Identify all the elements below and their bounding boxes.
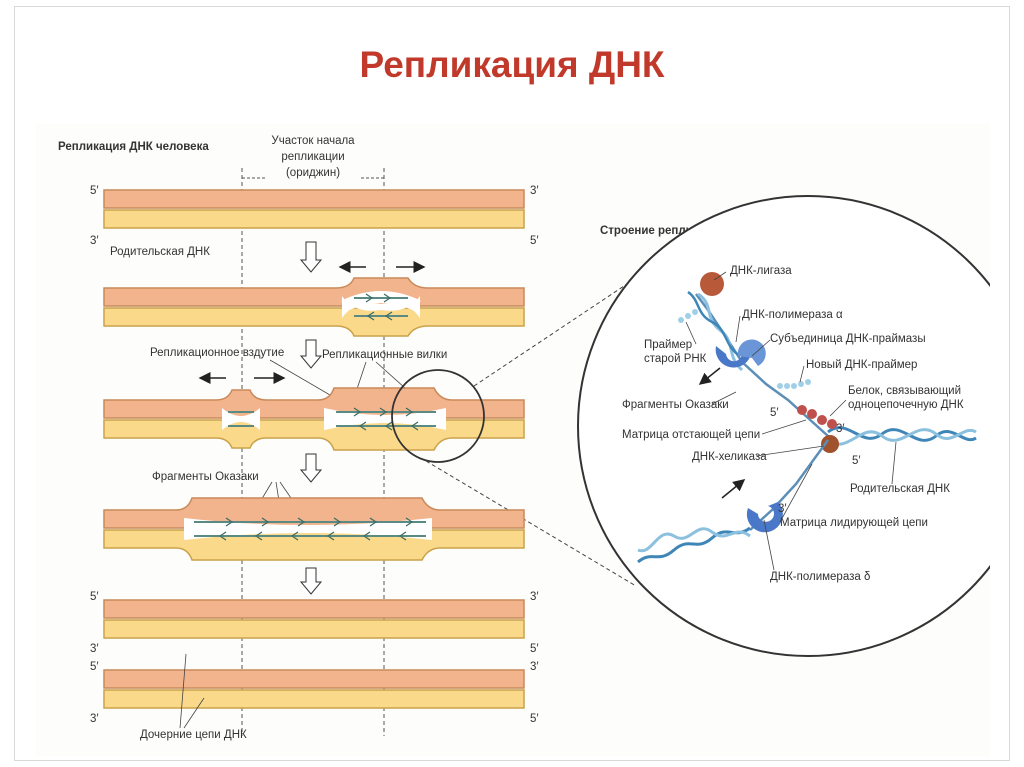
daughter-strands-label: Дочерние цепи ДНК bbox=[140, 729, 247, 741]
end-5-d2-bottom: 5′ bbox=[530, 713, 539, 725]
replication-diagram: Репликация ДНК человека Участок начала р… bbox=[58, 135, 1024, 741]
end-3-d2-top: 3′ bbox=[530, 661, 539, 673]
end-3-bottom: 3′ bbox=[90, 235, 99, 247]
slide-title: Репликация ДНК bbox=[359, 44, 665, 85]
end-5-d2-top: 5′ bbox=[90, 661, 99, 673]
label-old-primer-2: старой РНК bbox=[644, 353, 707, 365]
label-old-primer-1: Праймер bbox=[644, 339, 692, 351]
down-arrow-1 bbox=[299, 241, 323, 273]
down-arrow-4 bbox=[299, 567, 323, 595]
end-3-top: 3′ bbox=[530, 185, 539, 197]
primase-subunit bbox=[737, 339, 766, 366]
lagging-direction-arrow bbox=[698, 367, 721, 385]
stage-1-parental-dna: 5′ 3′ 3′ 5′ bbox=[90, 185, 539, 247]
leading-strand-region bbox=[637, 439, 830, 564]
end-5-d1-top: 5′ bbox=[90, 591, 99, 603]
stage-5-daughter-dna-1: 5′ 3′ 3′ 5′ bbox=[90, 591, 539, 655]
origin-label-line1: Участок начала bbox=[271, 135, 355, 147]
origin-label-line3: (ориджин) bbox=[286, 167, 340, 179]
label-primase-subunit: Субъединица ДНК-праймазы bbox=[770, 333, 926, 345]
rp-3-leading: 3′ bbox=[778, 503, 787, 515]
rp-5-lagging: 5′ bbox=[770, 407, 779, 419]
end-3-d1-bottom: 3′ bbox=[90, 643, 99, 655]
okazaki-fragments-label: Фрагменты Оказаки bbox=[152, 471, 259, 483]
origin-label-line2: репликации bbox=[281, 151, 344, 163]
left-panel-title: Репликация ДНК человека bbox=[58, 141, 209, 153]
label-new-primer: Новый ДНК-праймер bbox=[806, 359, 917, 371]
label-parental-dna: Родительская ДНК bbox=[850, 483, 950, 495]
down-arrow-3 bbox=[299, 453, 323, 483]
parental-helix bbox=[827, 426, 977, 446]
diagram-panel: Репликация ДНК человека Участок начала р… bbox=[36, 124, 1024, 756]
stage-2-small-bubble bbox=[103, 277, 525, 337]
stage-5-daughter-dna-2: 5′ 3′ 3′ 5′ bbox=[90, 661, 539, 725]
label-okazaki: Фрагменты Оказаки bbox=[622, 399, 729, 411]
end-5-top: 5′ bbox=[90, 185, 99, 197]
zoom-line-bottom bbox=[425, 460, 637, 587]
end-5-d1-bottom: 5′ bbox=[530, 643, 539, 655]
end-3-d1-top: 3′ bbox=[530, 591, 539, 603]
end-5-bottom: 5′ bbox=[530, 235, 539, 247]
replication-bubble-label: Репликационное вздутие bbox=[150, 347, 284, 359]
dna-helicase bbox=[821, 435, 839, 453]
dna-polymerase-delta bbox=[746, 502, 783, 533]
zoom-line-top bbox=[473, 273, 643, 387]
label-helicase: ДНК-хеликаза bbox=[692, 451, 767, 463]
rp-5-fork: 5′ bbox=[852, 455, 861, 467]
label-ssb-1: Белок, связывающий bbox=[848, 385, 961, 397]
label-lagging-template: Матрица отстающей цепи bbox=[622, 429, 760, 441]
top-strand bbox=[103, 189, 525, 209]
stage-4-large-bubble bbox=[103, 497, 525, 561]
magnifier-circle bbox=[391, 369, 485, 463]
replication-fork-circle bbox=[577, 195, 1024, 657]
replication-forks-label: Репликационные вилки bbox=[322, 349, 447, 361]
dna-ligase bbox=[700, 272, 724, 296]
lagging-strand-region bbox=[678, 272, 837, 437]
label-polymerase-alpha: ДНК-полимераза α bbox=[742, 309, 843, 321]
bottom-strand bbox=[103, 209, 525, 229]
parental-dna-label: Родительская ДНК bbox=[110, 246, 210, 258]
end-3-d2-bottom: 3′ bbox=[90, 713, 99, 725]
label-ssb-2: одноцепочечную ДНК bbox=[848, 399, 964, 411]
label-ligase: ДНК-лигаза bbox=[730, 265, 792, 277]
rp-3-fork: 3′ bbox=[836, 423, 845, 435]
leading-direction-arrow bbox=[721, 479, 746, 499]
label-polymerase-delta: ДНК-полимераза δ bbox=[770, 571, 870, 583]
down-arrow-2 bbox=[299, 339, 323, 369]
stage-3-two-bubbles bbox=[103, 387, 525, 451]
label-leading-template: Матрица лидирующей цепи bbox=[780, 517, 928, 529]
